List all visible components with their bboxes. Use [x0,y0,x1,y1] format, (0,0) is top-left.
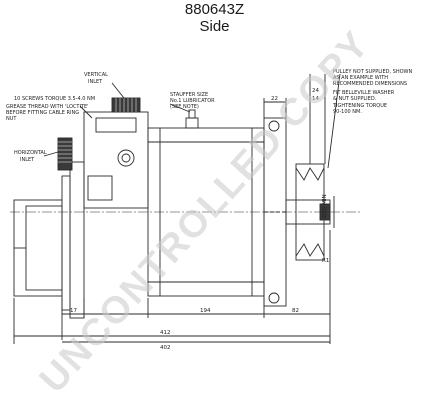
stauffer-note-line: No.1 LUBRICATOR [170,98,215,104]
dim-diameter: Ø50 MIN [321,194,328,218]
dim-82: 82 [292,308,299,314]
stauffer-lubricator [185,117,199,129]
terminal-nut [117,149,135,167]
part-number: 880643Z [184,1,245,18]
terminal-box [83,111,149,209]
dim-24: 24 [312,88,319,94]
dim-14: 14 [312,96,319,102]
vertical-inlet-cap [111,97,141,113]
pulley-note-line: RECOMMENDED DIMENSIONS [333,81,407,87]
stauffer-note-line: (SEE NOTE) [170,104,199,110]
dim-412: 412 [160,330,171,336]
dim-402: 402 [160,345,171,351]
horizontal-inlet-line: INLET [20,157,35,163]
pulley-note: PULLEY NOT SUPPLIED, SHOWN AS AN EXAMPLE… [332,69,412,115]
pulley-note-line: 90-100 NM. [333,109,362,115]
screws-note: 10 SCREWS TORQUE 3.5-4.0 NM GREASE THREA… [6,96,95,122]
dim-194: 194 [200,308,211,314]
vertical-inlet-line: INLET [88,79,103,85]
view-label: Side [199,18,230,35]
stauffer-note: STAUFFER SIZE No.1 LUBRICATOR (SEE NOTE) [170,92,215,110]
dim-17: 17 [70,308,77,314]
screws-note-line: 10 SCREWS TORQUE 3.5-4.0 NM [14,96,95,102]
dim-r1: R1 [322,258,329,264]
mounting-flange [61,175,71,311]
stauffer-note-line: STAUFFER SIZE [170,92,208,98]
screws-note-line: NUT [6,116,17,122]
horizontal-inlet-line: HORIZONTAL [14,150,47,156]
screws-note-line: GREASE THREAD WITH 'LOCTITE' [6,104,89,110]
screws-note-line: BEFORE FITTING CABLE RING [6,110,79,116]
pulley-note-line: AS AN EXAMPLE WITH [333,75,388,81]
dim-22: 22 [271,96,278,102]
vertical-inlet-line: VERTICAL [84,72,108,78]
drive-end-inner [25,205,63,291]
horizontal-inlet-label: HORIZONTAL INLET [14,150,47,163]
pulley-note-line: FIT BELLEVILLE WASHER [333,90,395,96]
pulley-note-line: PULLEY NOT SUPPLIED, SHOWN [333,69,412,75]
vertical-inlet-label: VERTICAL INLET [84,72,108,85]
pulley-note-line: TIGHTENING TORQUE [332,103,387,109]
pulley-note-line: & NUT SUPPLIED. [333,96,377,102]
